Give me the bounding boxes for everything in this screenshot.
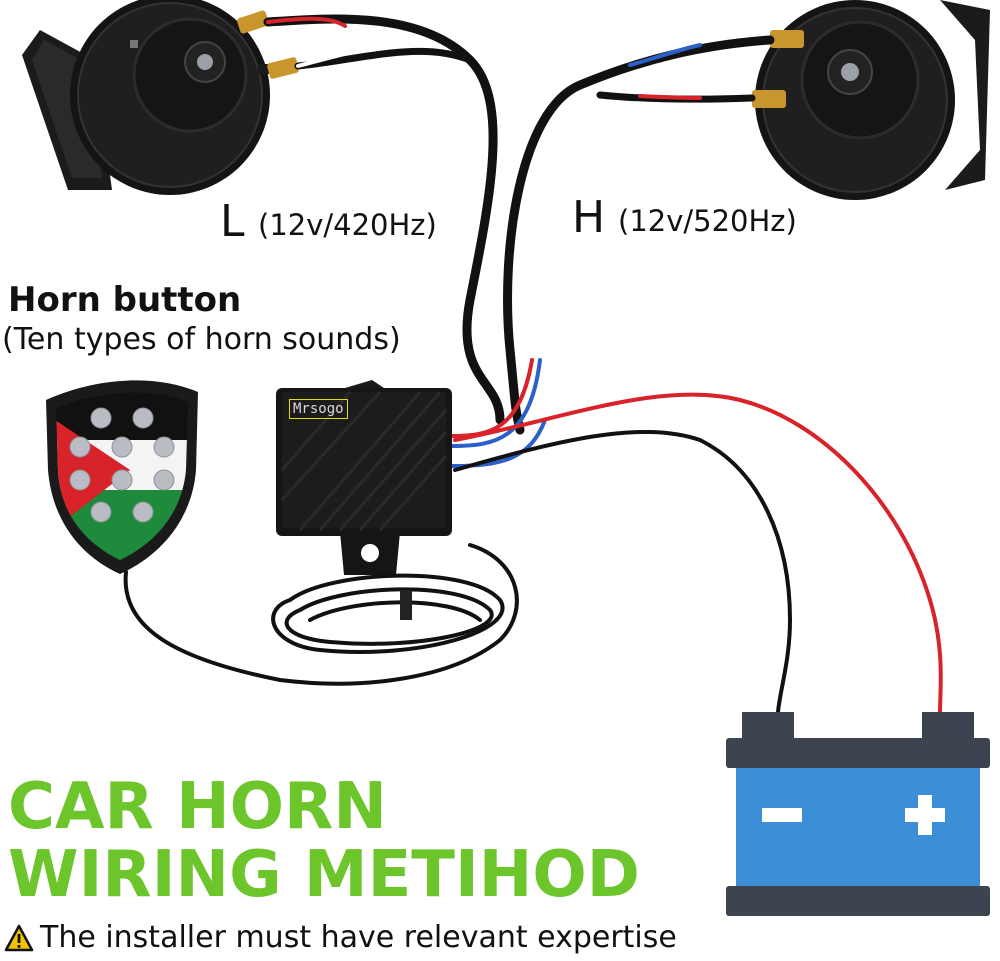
warning-note: The installer must have relevant experti… bbox=[4, 920, 677, 955]
control-box bbox=[276, 380, 452, 575]
battery-minus-icon bbox=[762, 808, 802, 822]
left-horn-spec: (12v/420Hz) bbox=[258, 208, 437, 242]
control-box-brand: Mrsogo bbox=[289, 399, 348, 419]
left-horn-letter: L bbox=[220, 196, 245, 247]
headline-line-2: WIRING METIHOD bbox=[8, 838, 640, 912]
button-cable bbox=[123, 543, 519, 686]
warning-text: The installer must have relevant experti… bbox=[40, 920, 677, 955]
headline-line-1: CAR HORN bbox=[8, 770, 387, 844]
battery bbox=[726, 712, 990, 916]
horn-wires bbox=[263, 14, 775, 468]
right-horn bbox=[752, 0, 990, 200]
battery-leads bbox=[453, 392, 943, 714]
warning-triangle-icon bbox=[4, 924, 34, 951]
horn-button-subtitle: (Ten types of horn sounds) bbox=[2, 322, 401, 357]
right-horn-spec: (12v/520Hz) bbox=[618, 204, 797, 238]
horn-button-title: Horn button bbox=[8, 280, 242, 320]
right-horn-letter: H bbox=[572, 192, 606, 243]
left-horn bbox=[22, 0, 299, 195]
horn-button-shield bbox=[46, 380, 198, 574]
